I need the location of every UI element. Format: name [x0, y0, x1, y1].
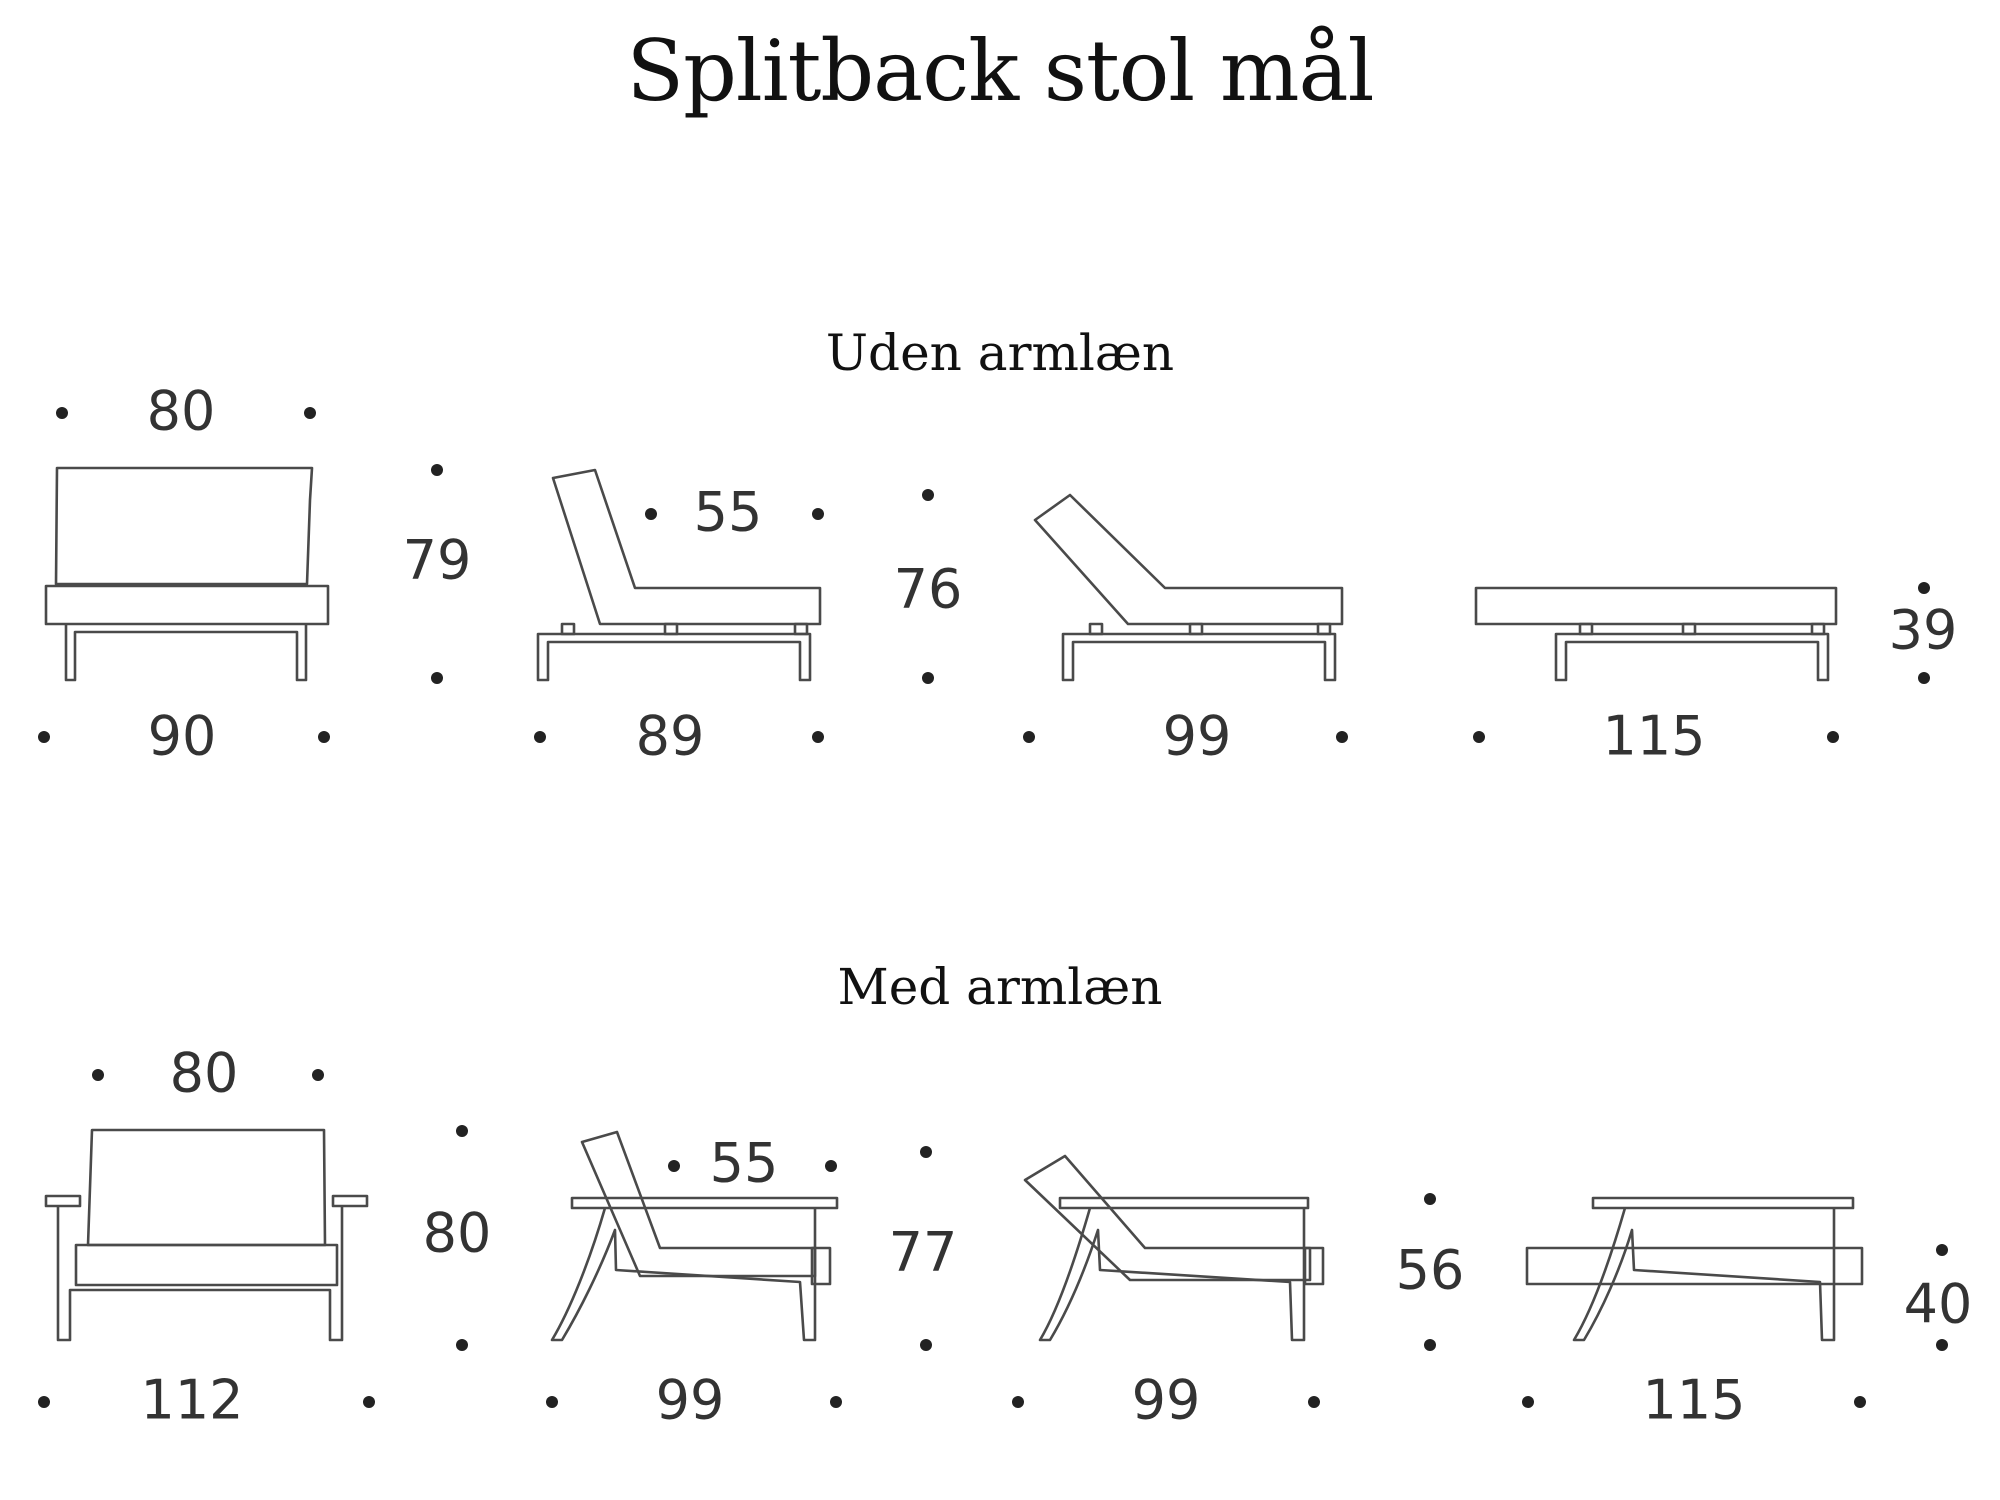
dimension-dot — [825, 1160, 837, 1172]
dimension-dot — [92, 1069, 104, 1081]
dim-bed-height-with-armrests: 40 — [1903, 1272, 1973, 1336]
dimension-dot — [1424, 1193, 1436, 1205]
dimension-dot — [38, 1396, 50, 1408]
dimension-dot — [1522, 1396, 1534, 1408]
dimension-dot — [56, 407, 68, 419]
dim-front-total-width-without-armrests: 90 — [147, 704, 217, 768]
dimension-dot — [304, 407, 316, 419]
dimension-dot — [830, 1396, 842, 1408]
dimension-dot — [1854, 1396, 1866, 1408]
armchair-front-view — [44, 1128, 369, 1342]
dimension-dot — [431, 464, 443, 476]
dimension-dot — [920, 1146, 932, 1158]
page-title: Splitback stol mål — [626, 22, 1375, 120]
dimension-dot — [363, 1396, 375, 1408]
chair-reclined-side-view — [1033, 493, 1344, 682]
dim-reclined-depth-with-armrests: 99 — [1131, 1368, 1201, 1432]
dimension-dot — [456, 1339, 468, 1351]
dim-bed-height-without-armrests: 39 — [1888, 598, 1958, 662]
dimension-dot — [1918, 672, 1930, 684]
dim-upright-height-with-armrests: 80 — [422, 1201, 492, 1265]
dimension-dot — [546, 1396, 558, 1408]
dim-reclined-height-without-armrests: 76 — [893, 557, 963, 621]
dimension-dot — [1023, 731, 1035, 743]
dimension-dot — [312, 1069, 324, 1081]
dimension-dot — [1918, 582, 1930, 594]
dimension-dot — [1473, 731, 1485, 743]
dimension-dot — [456, 1125, 468, 1137]
dimension-dot — [1308, 1396, 1320, 1408]
dimension-dot — [1424, 1339, 1436, 1351]
dim-reclined-height-with-armrests: 77 — [888, 1220, 958, 1284]
dim-reclined-depth-without-armrests: 99 — [1162, 704, 1232, 768]
dim-upright-depth-without-armrests: 89 — [635, 704, 705, 768]
bed-flat-side-view — [1474, 586, 1838, 682]
section-title-with-armrests: Med armlæn — [837, 958, 1163, 1016]
dimension-dot — [1936, 1244, 1948, 1256]
dimension-dot — [668, 1160, 680, 1172]
dimension-dot — [922, 489, 934, 501]
dimension-dot — [534, 731, 546, 743]
dim-bed-length-without-armrests: 115 — [1602, 704, 1706, 768]
dim-front-total-width-with-armrests: 112 — [140, 1368, 244, 1432]
dimension-dot — [1336, 731, 1348, 743]
dimension-dot — [645, 508, 657, 520]
armchair-bed-flat-side-view — [1525, 1196, 1864, 1342]
dimension-dot — [1827, 731, 1839, 743]
dimension-dot — [431, 672, 443, 684]
dimension-dot — [812, 508, 824, 520]
dimension-dot — [922, 672, 934, 684]
armchair-upright-side-view — [550, 1130, 839, 1342]
dim-upright-height-without-armrests: 79 — [402, 528, 472, 592]
section-title-without-armrests: Uden armlæn — [825, 324, 1175, 382]
dim-front-width-with-armrests: 80 — [169, 1041, 239, 1105]
dim-bed-length-with-armrests: 115 — [1642, 1368, 1746, 1432]
dimension-dot — [920, 1339, 932, 1351]
dim-seat-depth-with-armrests: 55 — [709, 1131, 779, 1195]
dim-seat-height-with-armrests: 56 — [1395, 1238, 1465, 1302]
dimension-dot — [1936, 1339, 1948, 1351]
dim-upright-depth-with-armrests: 99 — [655, 1368, 725, 1432]
chair-front-view — [44, 466, 330, 682]
dim-front-width-without-armrests: 80 — [146, 379, 216, 443]
dimension-dot — [812, 731, 824, 743]
dimension-dot — [38, 731, 50, 743]
dimension-dot — [318, 731, 330, 743]
dim-seat-depth-without-armrests: 55 — [693, 480, 763, 544]
chair-upright-side-view — [536, 468, 822, 682]
dimension-dot — [1012, 1396, 1024, 1408]
armchair-reclined-side-view — [1023, 1154, 1325, 1342]
